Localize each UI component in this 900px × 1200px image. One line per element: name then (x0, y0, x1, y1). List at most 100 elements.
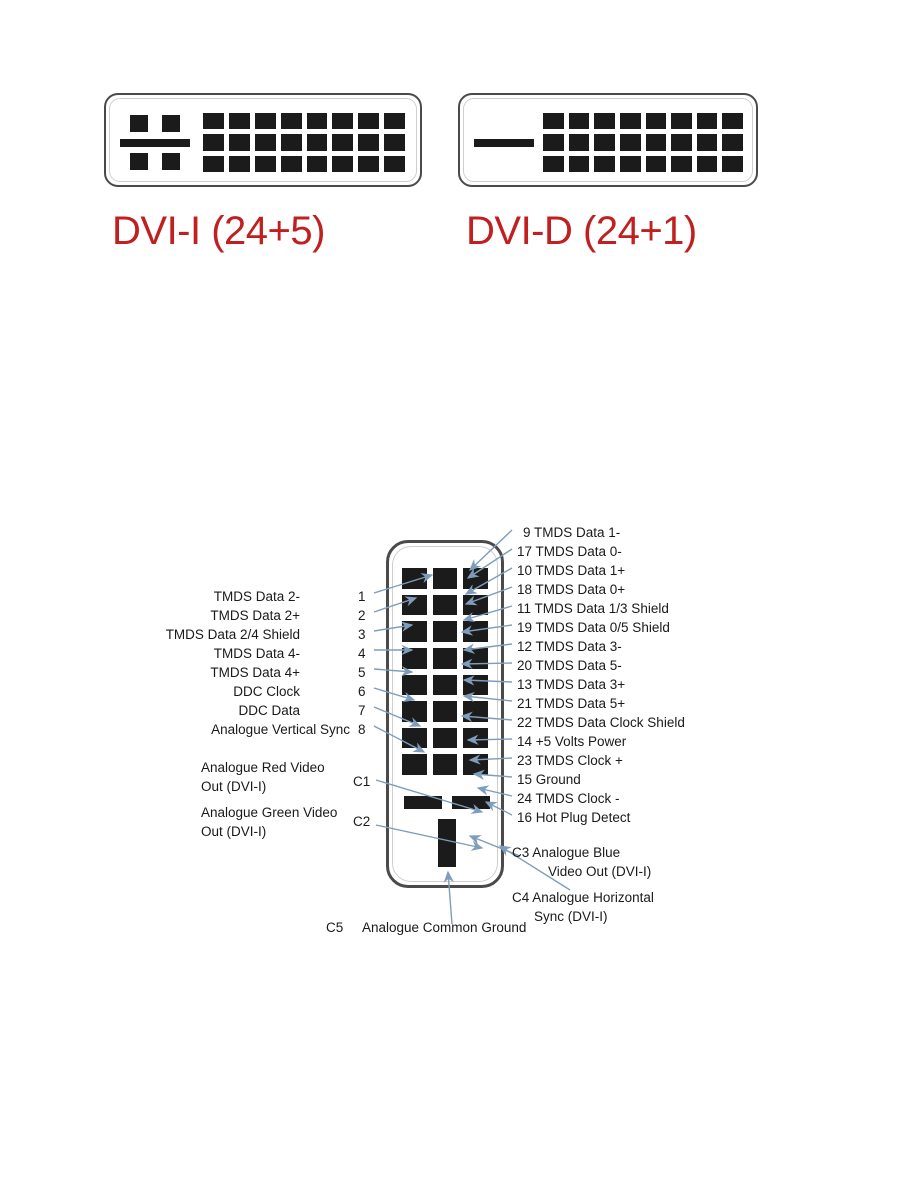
pin-label-21: TMDS Data 5+ (535, 696, 626, 711)
pin-cell (721, 133, 744, 152)
pin-number-17: 17 (517, 544, 536, 559)
pin-cell (357, 112, 381, 131)
pin-number-22: 22 (517, 715, 536, 730)
pinout-analog-blade-c5 (438, 819, 456, 867)
pin-row-13: 13 TMDS Data 3+ (517, 675, 625, 694)
pin-cell (431, 620, 459, 643)
pin-number-21: 21 (517, 696, 536, 711)
pin-number-5: 5 (358, 665, 366, 680)
connector-dvi-i-inner-bezel (109, 98, 417, 182)
pin-label-c3-line1: C3 Analogue Blue (512, 845, 621, 860)
pin-number-20: 20 (517, 658, 536, 673)
dvi-d-digital-pin-grid (542, 112, 744, 173)
pin-cell (401, 646, 428, 670)
pin-number-10: 10 (517, 563, 536, 578)
pin-cell (593, 112, 616, 131)
pin-cell (695, 112, 719, 131)
pin-cell (567, 112, 591, 131)
pin-row-24: 24 TMDS Clock - (517, 789, 620, 808)
pin-label-15: Ground (535, 772, 581, 787)
pin-cell (721, 112, 744, 131)
pin-cell (357, 154, 381, 173)
pin-cell (644, 154, 668, 173)
pin-cell (227, 154, 251, 173)
pin-row-23: 23 TMDS Clock + (517, 751, 623, 770)
pin-number-12: 12 (517, 639, 536, 654)
pin-cell (462, 673, 489, 697)
pin-cell (401, 620, 428, 643)
pin-number-c2: C2 (353, 814, 371, 829)
pin-label-2: TMDS Data 2+ (210, 608, 300, 623)
pin-label-9: TMDS Data 1- (534, 525, 621, 540)
pin-cell (253, 112, 277, 131)
pin-cell (305, 112, 329, 131)
pin-cell (431, 567, 459, 590)
pin-number-8: 8 (358, 722, 366, 737)
pin-row-18: 18 TMDS Data 0+ (517, 580, 625, 599)
pin-label-c4: C4 Analogue Horizontal Sync (DVI-I) (512, 888, 722, 926)
pin-number-6: 6 (358, 684, 366, 699)
pin-cell (618, 154, 642, 173)
pin-label-c3-line2: Video Out (DVI-I) (548, 864, 652, 879)
pin-cell (670, 112, 693, 131)
pin-cell (401, 753, 428, 776)
pin-cell (331, 112, 355, 131)
pin-cell (401, 726, 428, 750)
pin-row-22: 22 TMDS Data Clock Shield (517, 713, 685, 732)
pin-number-14: 14 (517, 734, 536, 749)
pin-cell (253, 154, 277, 173)
pin-cell (567, 133, 591, 152)
pin-label-3: TMDS Data 2/4 Shield (165, 627, 300, 642)
pin-cell (431, 646, 459, 670)
pin-label-c1-line1: Analogue Red Video (201, 760, 325, 775)
pin-label-8: Analogue Vertical Sync (211, 722, 350, 737)
pin-cell (462, 646, 489, 670)
pin-row-10: 10 TMDS Data 1+ (517, 561, 625, 580)
pin-cell (670, 154, 693, 173)
pin-label-17: TMDS Data 0- (535, 544, 622, 559)
pin-label-22: TMDS Data Clock Shield (535, 715, 685, 730)
pin-number-13: 13 (517, 677, 536, 692)
pin-cell (202, 133, 225, 152)
pin-cell (202, 112, 225, 131)
pin-cell (202, 154, 225, 173)
pin-row-14: 14 +5 Volts Power (517, 732, 626, 751)
pin-label-c1: Analogue Red Video Out (DVI-I) (201, 758, 351, 796)
pin-number-3: 3 (358, 627, 366, 642)
pin-number-2: 2 (358, 608, 366, 623)
pin-cell (401, 593, 428, 617)
pin-row-15: 15 Ground (517, 770, 581, 789)
pin-row-20: 20 TMDS Data 5- (517, 656, 622, 675)
pin-cell (670, 133, 693, 152)
pin-cell (383, 112, 406, 131)
pin-label-c2-line2: Out (DVI-I) (201, 824, 267, 839)
pin-cell (401, 567, 428, 590)
pin-label-6: DDC Clock (233, 684, 300, 699)
pin-label-c2-line1: Analogue Green Video (201, 805, 338, 820)
pin-label-18: TMDS Data 0+ (535, 582, 626, 597)
pin-number-4: 4 (358, 646, 366, 661)
pin-number-c1: C1 (353, 774, 371, 789)
pin-cell (567, 154, 591, 173)
pin-cell (618, 112, 642, 131)
dvi-i-analog-pin-c4 (162, 153, 180, 170)
pin-number-19: 19 (517, 620, 536, 635)
pin-cell (279, 112, 303, 131)
pin-label-c1-line2: Out (DVI-I) (201, 779, 267, 794)
connector-dvi-i-caption: DVI-I (24+5) (112, 209, 325, 253)
pin-cell (305, 154, 329, 173)
pin-cell (305, 133, 329, 152)
pin-label-12: TMDS Data 3- (535, 639, 622, 654)
dvi-i-analog-blade-c5 (120, 139, 190, 147)
pin-cell (357, 133, 381, 152)
pinout-digital-pin-grid (401, 567, 489, 776)
pin-number-11: 11 (517, 601, 535, 616)
pin-number-1: 1 (358, 589, 366, 604)
pin-cell (593, 133, 616, 152)
pin-number-23: 23 (517, 753, 536, 768)
pin-cell (618, 133, 642, 152)
pin-row-21: 21 TMDS Data 5+ (517, 694, 625, 713)
pin-cell (279, 154, 303, 173)
pin-row-16: 16 Hot Plug Detect (517, 808, 630, 827)
